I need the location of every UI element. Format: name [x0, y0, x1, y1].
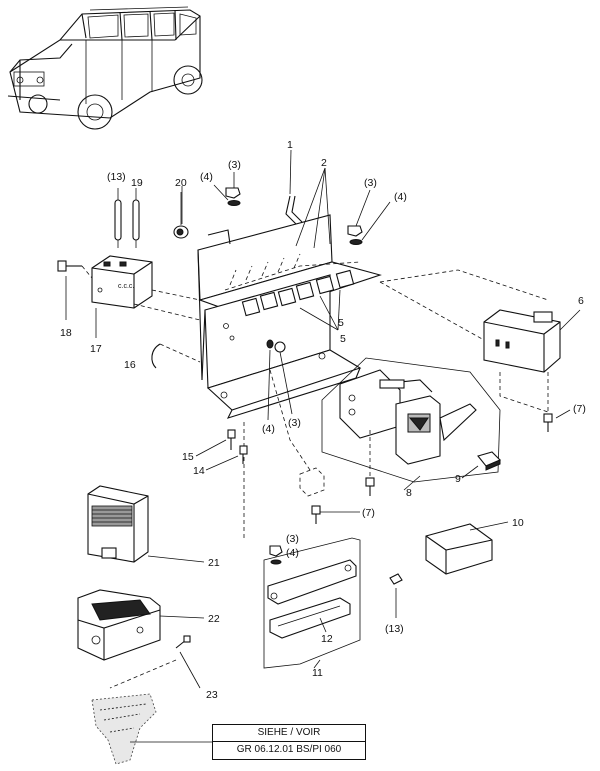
- nut-set-top-left: [213, 172, 241, 206]
- callout-13: (13): [385, 623, 404, 635]
- callout-9: 9: [455, 473, 461, 485]
- callout-11: 11: [312, 667, 323, 679]
- callout-13: (13): [107, 171, 126, 183]
- callout-7: (7): [573, 403, 586, 415]
- callout-5: 5: [338, 317, 344, 329]
- callout-16: 16: [124, 359, 136, 371]
- callout-labels: 1 2 (3) (4) (3) (4) (13) 19 20 18 17 16 …: [60, 139, 586, 701]
- callout-17: 17: [90, 343, 102, 355]
- callout-18: 18: [60, 327, 72, 339]
- callout-7: (7): [362, 507, 375, 519]
- reference-code: GR 06.12.01 BS/PI 060: [236, 744, 342, 755]
- fuse-box: c.c.c.: [57, 255, 201, 338]
- callout-2: 2: [321, 157, 327, 169]
- callout-3: (3): [286, 533, 299, 545]
- relay-plate: [197, 195, 382, 419]
- callout-10: 10: [512, 517, 524, 529]
- svg-text:c.c.c.: c.c.c.: [118, 283, 134, 290]
- callout-3: (3): [364, 177, 377, 189]
- nut-set-top-right: [347, 189, 391, 245]
- callout-8: 8: [406, 487, 412, 499]
- bolt-7-right: [543, 409, 571, 432]
- callout-3: (3): [288, 417, 301, 429]
- screw-23: [109, 635, 201, 689]
- relay-6: [379, 269, 581, 413]
- assembly-11: [263, 537, 403, 669]
- callout-4: (4): [394, 191, 407, 203]
- callout-4: (4): [262, 423, 275, 435]
- callout-5: 5: [340, 333, 346, 345]
- leader-lines: [181, 149, 421, 491]
- reference-part: [91, 693, 212, 765]
- callout-12: 12: [321, 633, 333, 645]
- grommet: [173, 192, 189, 239]
- callout-4: (4): [286, 547, 299, 559]
- callout-14: 14: [193, 465, 205, 477]
- callout-6: 6: [578, 295, 584, 307]
- center-connector: [195, 369, 375, 540]
- relay-10: [425, 521, 509, 575]
- relay-group: [224, 253, 361, 317]
- callout-15: 15: [182, 451, 194, 463]
- bracket-22: [77, 589, 205, 661]
- reference-label: SIEHE / VOIR: [213, 725, 365, 742]
- assembly-8: [321, 357, 501, 483]
- wire-16: [151, 343, 201, 369]
- reference-box: SIEHE / VOIR GR 06.12.01 BS/PI 060: [212, 724, 366, 760]
- callout-23: 23: [206, 689, 218, 701]
- fuse-pins: [114, 188, 140, 248]
- callout-19: 19: [131, 177, 143, 189]
- callout-20: 20: [175, 177, 187, 189]
- callout-4: (4): [200, 171, 213, 183]
- fuse-9: [461, 451, 501, 479]
- callout-22: 22: [208, 613, 220, 625]
- module-21: [87, 485, 205, 563]
- vehicle-illustration: [7, 6, 203, 130]
- callout-3: (3): [228, 159, 241, 171]
- callout-21: 21: [208, 557, 220, 569]
- callout-1: 1: [287, 139, 293, 151]
